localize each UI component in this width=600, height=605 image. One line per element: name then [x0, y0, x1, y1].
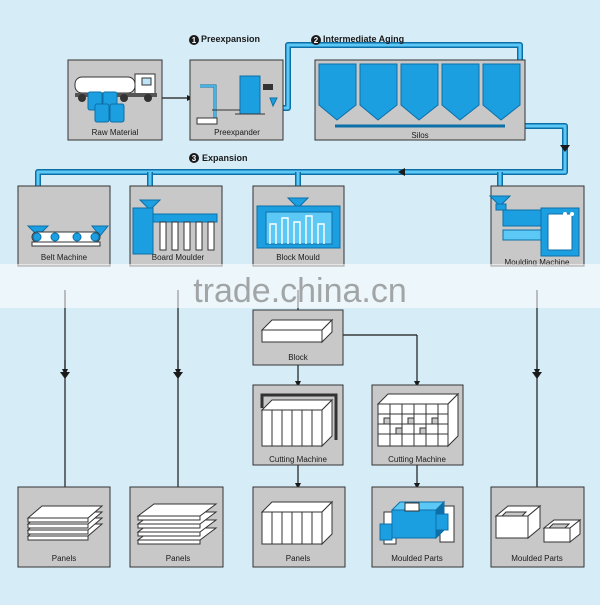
- profile-cutter-icon: [376, 392, 460, 448]
- board-moulder-box: Board Moulder: [129, 185, 223, 267]
- preexpander-box: Preexpander: [189, 59, 284, 141]
- belt-machine-icon: [26, 225, 110, 247]
- cut-panels-icon: [260, 500, 334, 546]
- silos-box: Silos: [314, 59, 526, 141]
- watermark-text: trade.china.cn: [193, 272, 407, 310]
- board-moulder-icon: [132, 199, 218, 255]
- step-label-intermediate-aging: 2 Intermediate Aging: [311, 34, 404, 45]
- box-label: Moulded Parts: [511, 554, 563, 563]
- block-icon: [260, 318, 334, 344]
- moulded-parts-1-box: Moulded Parts: [371, 486, 464, 568]
- cutting-machine-2-box: Cutting Machine: [371, 384, 464, 466]
- box-label: Cutting Machine: [388, 455, 446, 464]
- moulded-parts-icon: [379, 500, 455, 545]
- preexpander-icon: [196, 75, 278, 125]
- block-box: Block: [252, 309, 344, 366]
- block-mould-box: Block Mould: [252, 185, 345, 267]
- panel-stack-icon: [136, 503, 218, 545]
- box-label: Preexpander: [214, 128, 260, 137]
- panels-2-box: Panels: [129, 486, 224, 568]
- box-label: Panels: [52, 554, 76, 563]
- moulding-machine-box: Moulding Machine: [488, 185, 585, 267]
- box-label: Block Mould: [276, 253, 320, 262]
- box-label: Raw Material: [92, 128, 139, 137]
- belt-machine-box: Belt Machine: [17, 185, 111, 267]
- box-label: Board Moulder: [152, 253, 205, 262]
- tanker-truck-icon: [74, 73, 157, 123]
- panels-3-box: Panels: [252, 486, 346, 568]
- step-number: 1: [192, 36, 197, 45]
- block-mould-icon: [256, 197, 341, 249]
- box-label: Panels: [286, 554, 310, 563]
- step-number: 3: [192, 154, 197, 163]
- watermark: trade.china.cn: [0, 264, 600, 310]
- panels-1-box: Panels: [17, 486, 111, 568]
- box-label: Moulding Machine: [505, 258, 570, 267]
- box-label: Moulded Parts: [391, 554, 443, 563]
- box-label: Block: [288, 353, 309, 362]
- box-label: Silos: [411, 131, 428, 140]
- step-label-expansion: 3 Expansion: [189, 153, 248, 163]
- step-label-preexpansion: 1 Preexpansion: [189, 34, 260, 45]
- box-label: Cutting Machine: [269, 455, 327, 464]
- step-title: Intermediate Aging: [323, 34, 404, 44]
- step-number: 2: [314, 36, 319, 45]
- moulded-trays-icon: [494, 504, 582, 544]
- raw-material-box: Raw Material: [67, 59, 163, 141]
- panel-stack-icon: [26, 505, 104, 541]
- step-title: Expansion: [202, 153, 248, 163]
- hot-wire-cutter-icon: [260, 393, 338, 448]
- moulded-parts-2-box: Moulded Parts: [490, 486, 585, 568]
- silo-tanks-icon: [318, 63, 521, 121]
- moulding-machine-icon: [488, 195, 580, 257]
- flow-lines: [62, 95, 540, 489]
- step-title: Preexpansion: [201, 34, 260, 44]
- flow-arrows: [60, 145, 570, 379]
- box-label: Panels: [166, 554, 190, 563]
- box-label: Belt Machine: [41, 253, 88, 262]
- cutting-machine-1-box: Cutting Machine: [252, 384, 344, 466]
